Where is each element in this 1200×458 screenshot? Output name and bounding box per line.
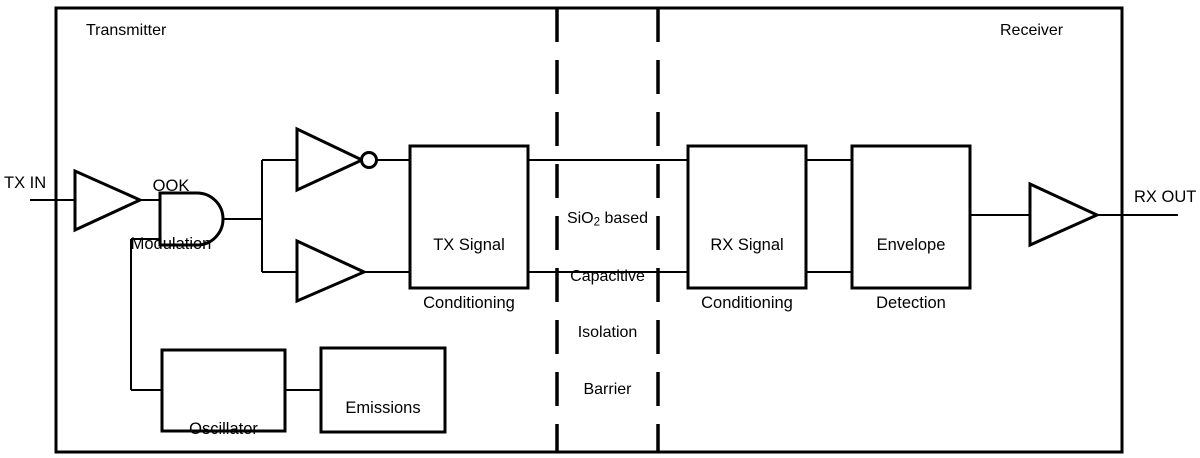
- rx-output-buffer-icon: [1028, 181, 1101, 248]
- tx-input-buffer-icon: [73, 168, 144, 233]
- tx-signal-conditioning-block: [408, 144, 530, 290]
- rx-signal-conditioning-line1: RX Signal: [710, 235, 784, 254]
- rx-signal-conditioning-line2: Conditioning: [701, 294, 793, 313]
- emissions-reduction-line1: Emissions: [345, 398, 421, 417]
- isolation-barrier-line1-post: based: [600, 209, 649, 227]
- oscillator-label: Oscillator: [162, 381, 285, 458]
- section-label-transmitter: Transmitter: [86, 22, 167, 39]
- ook-modulation-label-line1: OOK: [152, 176, 190, 195]
- isolation-barrier-line2: Capacitive: [570, 267, 645, 285]
- port-label-tx-in: TX IN: [4, 174, 47, 192]
- envelope-detection-label: Envelope Detection: [852, 197, 970, 353]
- envelope-detection-line1: Envelope: [876, 235, 946, 254]
- section-label-receiver: Receiver: [1000, 22, 1064, 39]
- system-boundary-frame: [54, 6, 1124, 454]
- ook-and-gate-icon: [158, 191, 225, 247]
- envelope-detection-line2: Detection: [876, 294, 946, 313]
- port-label-rx-out: RX OUT: [1134, 188, 1197, 206]
- ook-modulation-label: OOK Modulation: [112, 138, 230, 294]
- rx-signal-conditioning-block: [686, 144, 808, 290]
- isolation-barrier-line1-subscript: 2: [593, 216, 601, 229]
- isolation-barrier-line1: SiO2 based: [557, 210, 658, 230]
- isolation-barrier-label: SiO2 based Capacitive Isolation Barrier: [557, 172, 658, 437]
- tx-signal-conditioning-label: TX Signal Conditioning: [410, 197, 528, 353]
- envelope-detection-block: [850, 144, 972, 290]
- oscillator-line1: Oscillator: [189, 419, 258, 438]
- inverter-top-icon: [295, 126, 366, 193]
- emissions-reduction-block: [319, 346, 447, 434]
- tx-signal-conditioning-line2: Conditioning: [423, 294, 515, 313]
- buffer-bottom-icon: [295, 238, 368, 304]
- rx-signal-conditioning-label: RX Signal Conditioning: [688, 197, 806, 353]
- inverter-bubble-icon: [360, 151, 378, 169]
- emissions-reduction-label: Emissions Reduction Techniques: [321, 360, 445, 458]
- ook-modulation-label-line2: Modulation: [130, 235, 212, 254]
- isolation-barrier-line3: Isolation: [577, 324, 638, 342]
- isolation-barrier-line4: Barrier: [583, 380, 632, 398]
- tx-signal-conditioning-line1: TX Signal: [433, 235, 505, 254]
- isolation-barrier-line1-pre: SiO: [566, 209, 594, 227]
